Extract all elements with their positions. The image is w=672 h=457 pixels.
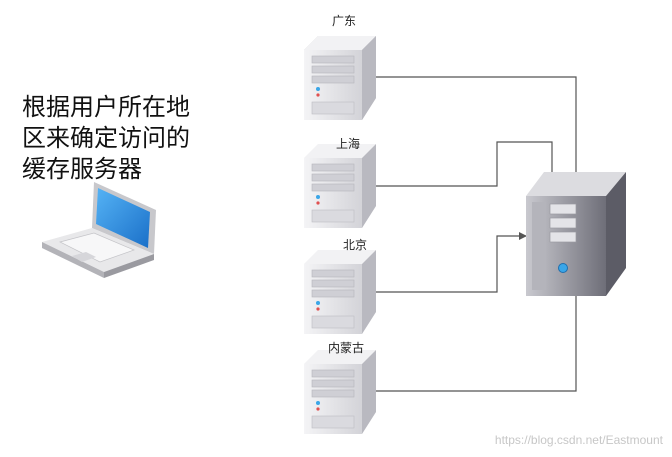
server-shanghai-icon[interactable]	[304, 144, 376, 228]
connectors	[375, 76, 580, 392]
laptop-icon[interactable]	[42, 182, 156, 278]
heading: 根据用户所在地 区来确定访问的 缓存服务器	[22, 92, 190, 185]
heading-line-2: 区来确定访问的	[22, 124, 190, 152]
watermark: https://blog.csdn.net/Eastmount	[494, 433, 663, 447]
server-label-guangdong: 广东	[332, 14, 357, 28]
server-guangdong-icon[interactable]	[304, 36, 376, 120]
connector-beijing	[375, 232, 527, 293]
main-server-icon[interactable]	[526, 172, 626, 296]
server-label-neimenggu: 内蒙古	[328, 341, 365, 355]
server-label-beijing: 北京	[343, 238, 368, 252]
heading-line-3: 缓存服务器	[22, 155, 142, 183]
heading-line-1: 根据用户所在地	[22, 93, 190, 121]
server-beijing-icon[interactable]	[304, 250, 376, 334]
connector-shanghai	[375, 141, 556, 187]
connector-neimenggu	[375, 275, 580, 392]
server-label-shanghai: 上海	[336, 137, 361, 151]
server-neimenggu-icon[interactable]	[304, 350, 376, 434]
connector-guangdong	[375, 76, 580, 180]
